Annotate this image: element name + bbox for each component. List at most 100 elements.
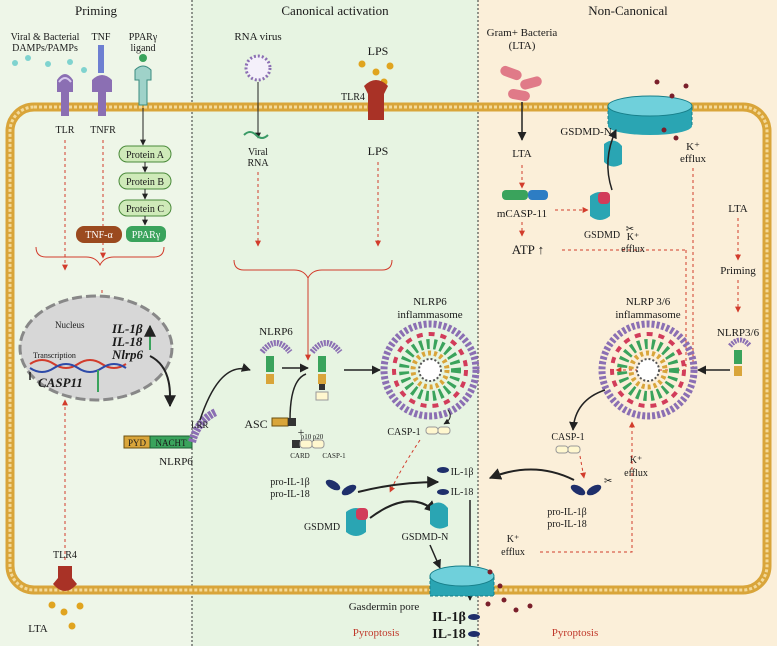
- title-canonical: Canonical activation: [281, 3, 389, 18]
- pyd-label: PYD: [128, 438, 147, 448]
- p10-label: p10: [301, 433, 312, 441]
- pro-il18-nc-label: pro-IL-18: [547, 519, 586, 530]
- nlrp36-icon: [728, 337, 752, 376]
- lps-dot: [372, 68, 380, 76]
- nlrp36-label: NLRP3/6: [717, 327, 760, 339]
- tnf-label: TNF: [92, 32, 111, 43]
- nlrp6-asc-complex: [309, 340, 343, 401]
- viral-rna-label-2: RNA: [247, 158, 269, 169]
- nlrp6-domain-label: NLRP6: [159, 456, 193, 468]
- pyroptosis-noncanonical: Pyroptosis: [552, 627, 598, 639]
- priming-nc-label: Priming: [720, 265, 756, 277]
- arrow-kefflux-bottom-up: [540, 421, 635, 553]
- casp1-card-icon: [292, 440, 300, 448]
- casp1-p20-icon: [311, 439, 325, 449]
- k-efflux-mid-2: efflux: [621, 244, 645, 255]
- tnfr-label: TNFR: [90, 125, 116, 136]
- k-ion-dot: [673, 135, 679, 141]
- title-noncanonical: Non-Canonical: [588, 3, 668, 18]
- k-ion-dot: [497, 583, 503, 589]
- k-ion-dot: [654, 79, 660, 85]
- il1b-label: IL-1β: [451, 467, 474, 478]
- gsdmd-n-nc-label: GSDMD-N: [560, 126, 611, 138]
- lps-dot: [358, 60, 366, 68]
- arrow-casp1-cleave: [389, 439, 421, 493]
- out-il18-icon: [468, 631, 480, 637]
- inflammasome-nc-label-2: inflammasome: [615, 309, 680, 321]
- k-ion-dot: [501, 597, 507, 603]
- tlr4-receptor-top: [364, 80, 388, 120]
- ppar-ligand-label-1: PPARγ: [129, 32, 158, 43]
- out-il1b-icon: [468, 614, 480, 620]
- dna-strand-blue: [29, 363, 127, 373]
- lta-dot: [48, 601, 56, 609]
- damps-label-2: DAMPs/PAMPs: [12, 43, 78, 54]
- tlr4-top-label: TLR4: [341, 92, 365, 103]
- k-ion-dot: [487, 569, 493, 575]
- nucleus-label: Nucleus: [55, 320, 85, 330]
- il18-icon: [437, 489, 449, 495]
- gram-bacteria-label-2: (LTA): [509, 40, 536, 52]
- tnf-alpha-box: [76, 226, 122, 243]
- arrow-inflammasome-to-casp1: [443, 409, 451, 425]
- pro-il-icon: [325, 479, 341, 491]
- casp1-p10-icon: [299, 439, 313, 449]
- arrow-nc-pro-il-to-il: [488, 468, 575, 481]
- gsdmd-c-icon: [356, 508, 368, 520]
- pro-il18-label: pro-IL-18: [270, 489, 309, 500]
- gene-nlrp6: Nlrp6: [111, 347, 144, 362]
- casp1-nc-icon-b: [567, 445, 581, 454]
- protein-c-label: Protein C: [126, 204, 164, 215]
- nlrp6-active-icon: [259, 340, 293, 384]
- casp1-icon: [425, 426, 439, 435]
- scissors-nc-icon: ✂: [604, 476, 612, 487]
- k-ion-dot: [527, 603, 533, 609]
- asc-card-icon: [288, 418, 296, 426]
- nucleus: [18, 294, 174, 402]
- il18-label: IL-18: [451, 487, 474, 498]
- pro-il-icon: [341, 484, 357, 496]
- pamp-dot: [12, 60, 18, 66]
- mcasp11-icon-a: [502, 190, 528, 200]
- atp-label: ATP ↑: [512, 242, 544, 257]
- ppar-receptor: [134, 54, 152, 106]
- pamp-dot: [45, 61, 51, 67]
- lta-dot: [68, 622, 76, 630]
- k-efflux-top-1: K⁺: [686, 141, 700, 153]
- k-efflux-mid-1: K⁺: [627, 232, 640, 243]
- pro-il1b-nc-label: pro-IL-1β: [547, 507, 587, 518]
- k-efflux-bottom-2: efflux: [501, 547, 525, 558]
- lps-top-label: LPS: [368, 44, 389, 58]
- k-ion-dot: [513, 607, 519, 613]
- priming-bracket: [35, 246, 165, 267]
- mcasp11-icon-b: [528, 190, 548, 200]
- tlr4-bottom-label: TLR4: [53, 550, 77, 561]
- lrr-label: LRR: [191, 420, 209, 430]
- pro-il-nc-icon: [586, 484, 602, 496]
- arrow-pro-il-to-il: [357, 476, 440, 493]
- casp1-small-label: CASP-1: [322, 452, 346, 460]
- gsdmd-n-nc-icon: [604, 140, 622, 167]
- pamp-dot: [25, 55, 31, 61]
- tlr-label: TLR: [56, 125, 75, 136]
- plus-sign: +: [298, 425, 305, 439]
- k-efflux-right-2: efflux: [624, 468, 648, 479]
- gene-il1b: IL-1β: [111, 321, 143, 336]
- viral-rna-icon: [243, 131, 269, 139]
- arrow-gsdmd-to-n: [607, 129, 617, 191]
- casp1-nc-label: CASP-1: [551, 432, 584, 443]
- arrow-casp1-nc-cleave: [579, 455, 586, 479]
- protein-b-label: Protein B: [126, 177, 164, 188]
- gene-il18: IL-18: [111, 334, 143, 349]
- lta-nc-label: LTA: [512, 148, 532, 160]
- gsdmd-n-label: GSDMD-N: [402, 532, 449, 543]
- k-ion-dot: [669, 93, 675, 99]
- lta-nc2-label: LTA: [728, 203, 748, 215]
- lps-mid-label: LPS: [368, 144, 389, 158]
- ppar-ligand-label-2: ligand: [131, 43, 156, 54]
- damps-label-1: Viral & Bacterial: [11, 32, 80, 43]
- nlrp36-inflammasome-icon: [598, 320, 698, 420]
- inflammasome-nc-label-1: NLRP 3/6: [626, 296, 671, 308]
- k-ion-dot: [661, 127, 667, 133]
